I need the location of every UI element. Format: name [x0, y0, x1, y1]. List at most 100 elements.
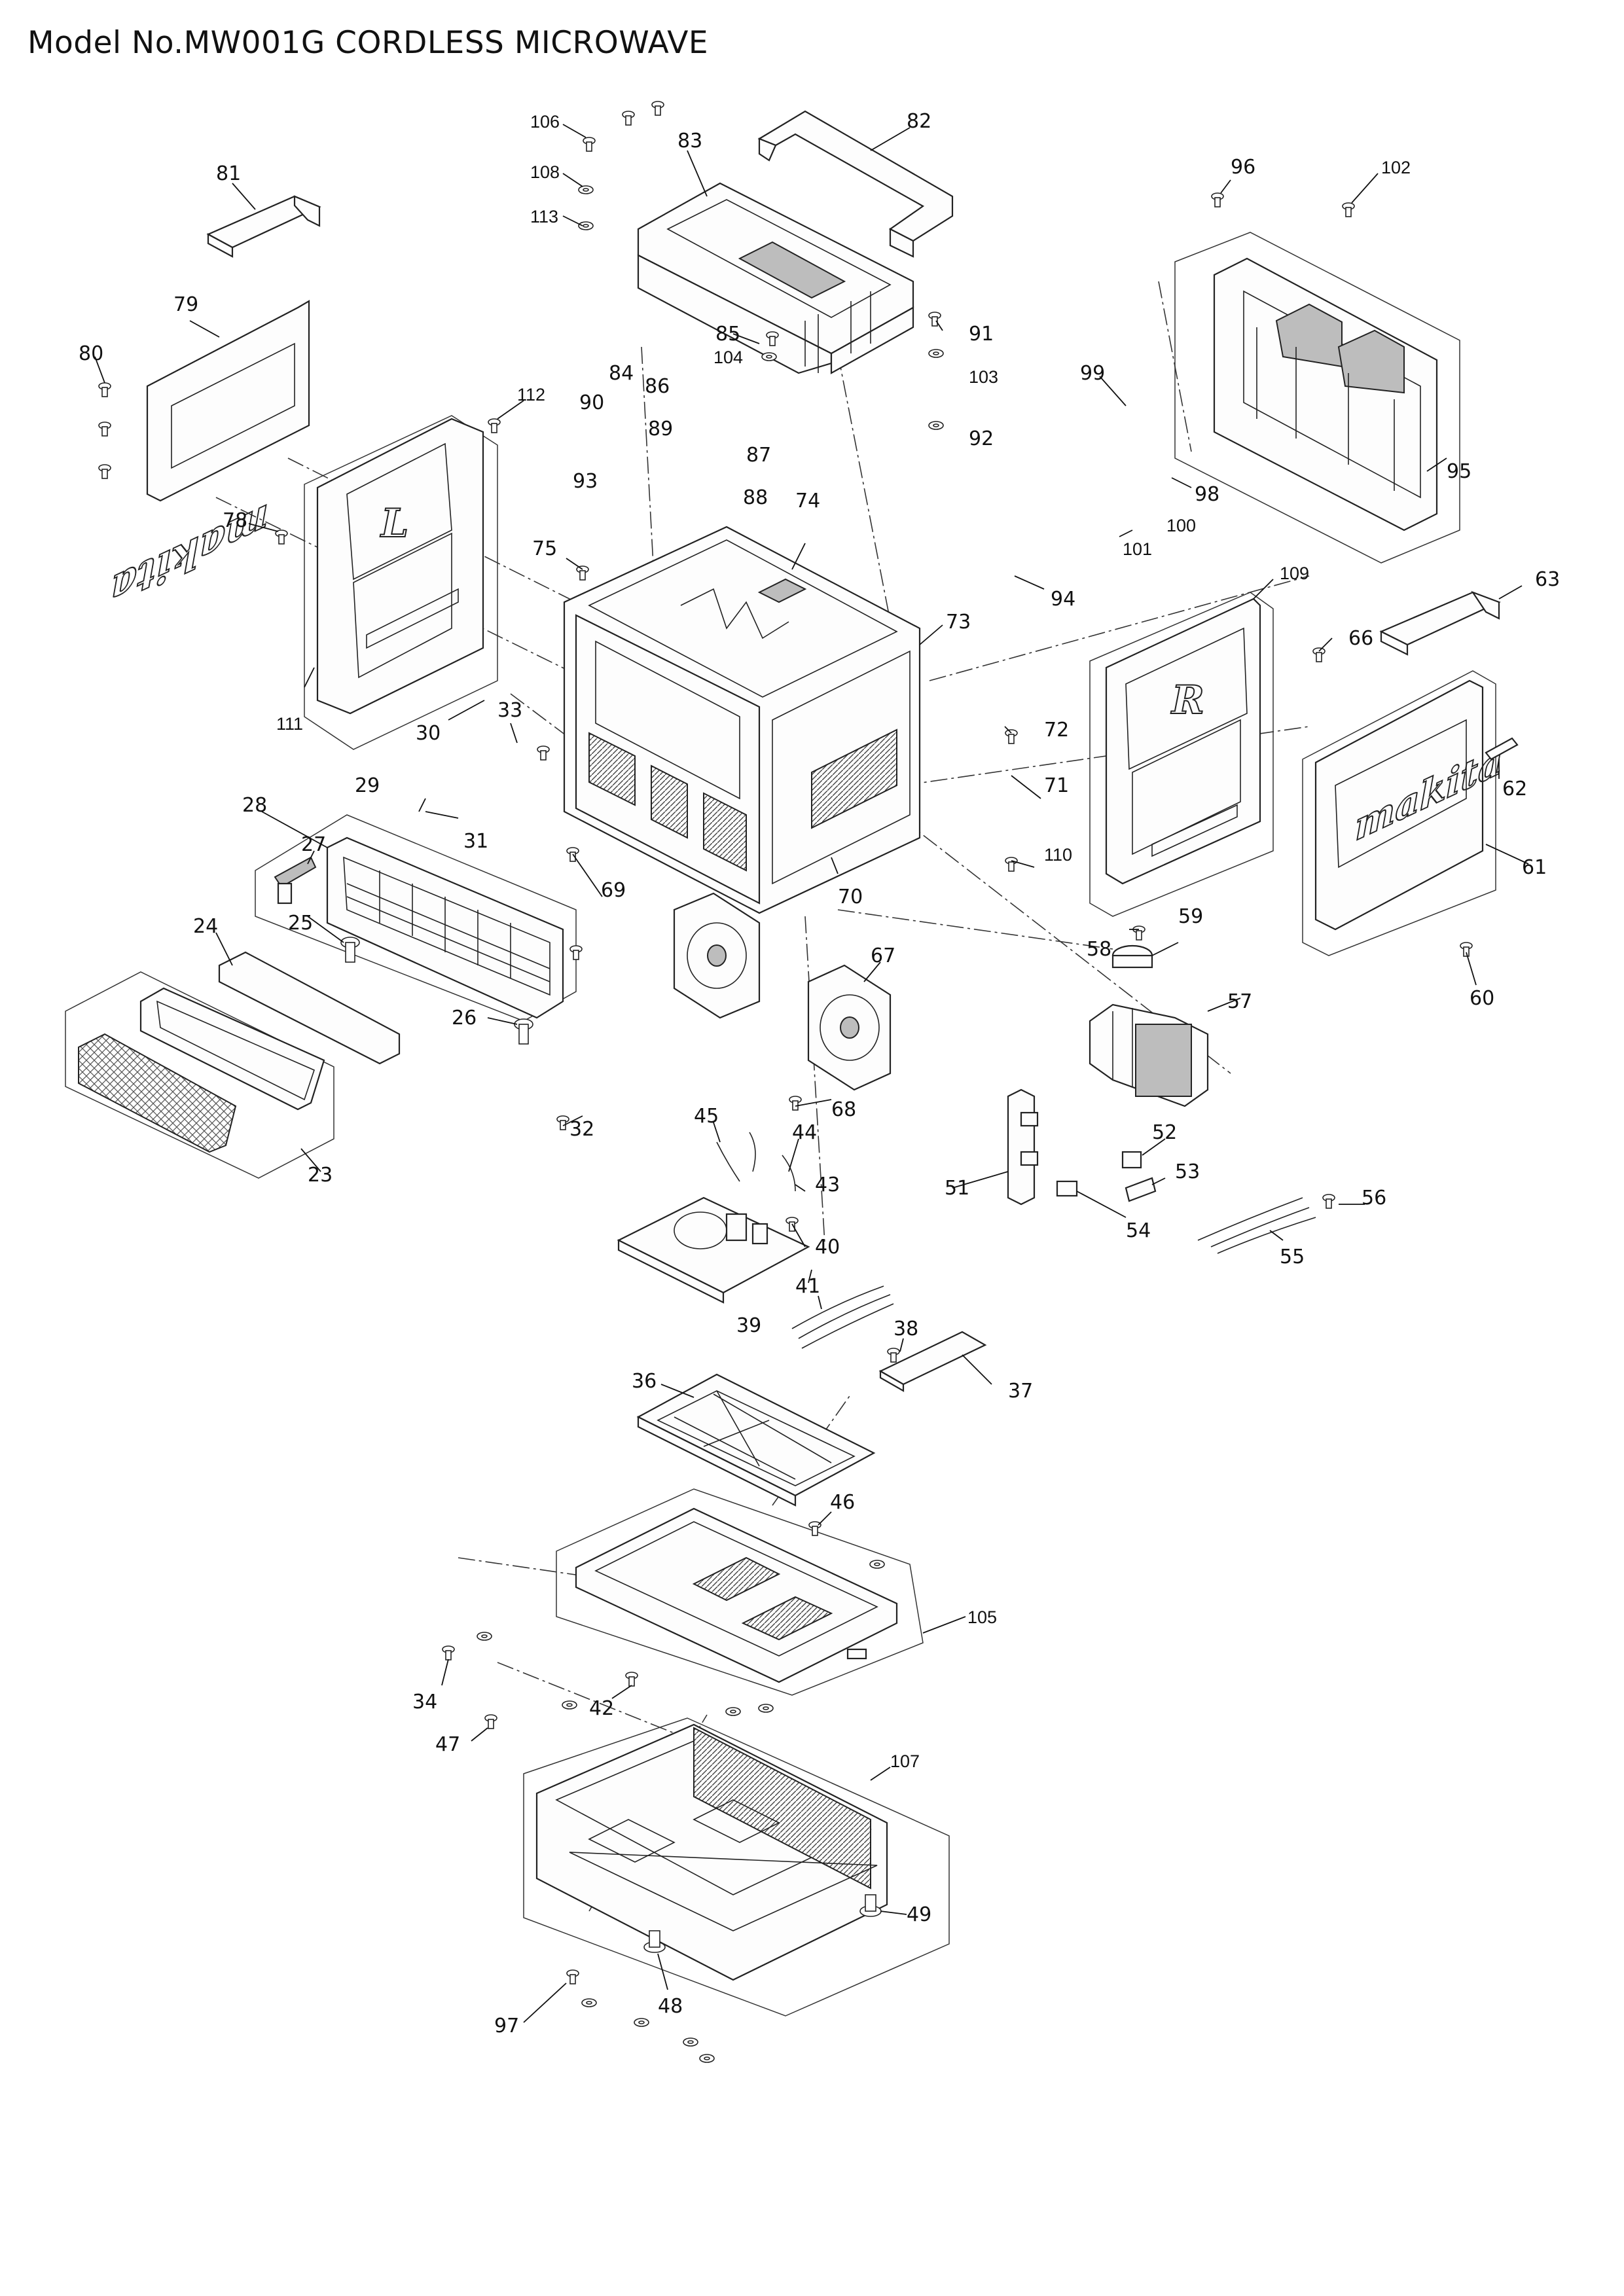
callout-87: 87 [746, 444, 771, 467]
callout-88: 88 [743, 486, 768, 509]
callout-59: 59 [1178, 905, 1203, 928]
callout-102: 102 [1381, 158, 1411, 177]
callout-91: 91 [969, 323, 994, 346]
callout-61: 61 [1522, 856, 1547, 879]
switch-53 [1125, 1177, 1157, 1202]
right-inner-panel-95 [1213, 257, 1438, 531]
callout-38: 38 [893, 1318, 918, 1340]
callout-23: 23 [308, 1164, 333, 1187]
callout-85: 85 [715, 323, 740, 346]
power-board-39 [617, 1196, 810, 1304]
callout-46: 46 [830, 1491, 855, 1514]
callout-68: 68 [831, 1098, 856, 1121]
callout-37: 37 [1008, 1380, 1033, 1403]
callout-33: 33 [497, 699, 522, 722]
callout-39: 39 [736, 1314, 761, 1337]
handle-63 [1379, 590, 1501, 656]
callout-74: 74 [795, 490, 820, 512]
callout-40: 40 [815, 1236, 840, 1259]
switch-bracket-51 [1007, 1088, 1039, 1206]
callout-47: 47 [435, 1733, 460, 1756]
callout-103: 103 [969, 367, 998, 387]
callout-110: 110 [1044, 845, 1072, 865]
panel-letter-l: L [380, 501, 408, 547]
callout-112: 112 [517, 385, 545, 404]
callout-90: 90 [579, 391, 604, 414]
callout-104: 104 [713, 348, 743, 367]
callout-111: 111 [276, 714, 303, 734]
callout-101: 101 [1123, 539, 1152, 559]
callout-48: 48 [658, 1995, 683, 2018]
callout-27: 27 [301, 833, 326, 856]
callout-97: 97 [494, 2015, 519, 2037]
left-panel-111: L [316, 418, 484, 715]
bottom-housing-107 [535, 1723, 888, 1981]
oven-cavity-73 [563, 526, 921, 914]
right-panel-109: R [1105, 598, 1261, 885]
logo-cover-61: makita [1314, 679, 1504, 931]
filter-frame-24 [218, 951, 401, 1065]
callout-108: 108 [530, 162, 560, 182]
callout-32: 32 [569, 1118, 594, 1141]
fan-67 [807, 964, 892, 1091]
callout-109: 109 [1280, 564, 1309, 583]
callout-75: 75 [532, 537, 557, 560]
badge-62 [1485, 737, 1519, 761]
callout-80: 80 [79, 342, 103, 365]
callout-25: 25 [288, 912, 313, 935]
callout-pointers [94, 124, 1529, 2023]
magnetron-57 [1089, 1003, 1209, 1107]
callout-31: 31 [463, 830, 488, 853]
callout-51: 51 [945, 1177, 969, 1200]
callout-30: 30 [416, 722, 441, 745]
wire-harness-55 [1197, 1197, 1316, 1254]
callout-26: 26 [452, 1007, 477, 1030]
callout-34: 34 [412, 1691, 437, 1713]
callout-43: 43 [815, 1174, 840, 1196]
callout-99: 99 [1080, 362, 1105, 385]
filter-23 [78, 987, 325, 1153]
callout-55: 55 [1280, 1246, 1305, 1268]
callout-54: 54 [1126, 1219, 1151, 1242]
foot-26 [514, 1018, 533, 1045]
callout-42: 42 [589, 1697, 614, 1720]
callout-94: 94 [1051, 588, 1075, 611]
callout-66: 66 [1348, 627, 1373, 650]
callout-98: 98 [1195, 483, 1219, 506]
callout-53: 53 [1175, 1160, 1200, 1183]
callout-106: 106 [530, 112, 560, 132]
callout-69: 69 [601, 879, 626, 902]
wire-41 [791, 1285, 894, 1349]
callout-45: 45 [694, 1105, 719, 1128]
callout-24: 24 [193, 915, 218, 938]
callout-41: 41 [795, 1275, 820, 1298]
callout-44: 44 [792, 1121, 817, 1144]
callout-92: 92 [969, 427, 994, 450]
callout-82: 82 [907, 110, 931, 133]
callout-89: 89 [648, 418, 673, 440]
callout-29: 29 [355, 774, 380, 797]
callout-81: 81 [216, 162, 241, 185]
callout-86: 86 [645, 375, 670, 398]
thermostat-58 [1111, 944, 1153, 969]
panel-letter-r: R [1170, 677, 1204, 723]
callout-70: 70 [838, 886, 863, 908]
callout-105: 105 [967, 1607, 997, 1627]
callout-labels: 23 24 25 26 27 28 29 30 31 32 33 34 36 3… [79, 110, 1560, 2037]
control-board-37 [878, 1331, 987, 1392]
callout-107: 107 [890, 1751, 920, 1771]
callout-113: 113 [530, 207, 558, 226]
tray-36 [636, 1373, 876, 1507]
foot-48 [643, 1930, 666, 1953]
front-grille-28 [326, 836, 564, 1019]
foot-25 [340, 937, 360, 963]
top-cover-83 [637, 182, 914, 374]
switch-52 [1121, 1151, 1142, 1169]
callout-95: 95 [1447, 460, 1471, 483]
page-title: Model No.MW001G CORDLESS MICROWAVE [27, 25, 709, 61]
callout-60: 60 [1470, 987, 1494, 1010]
callout-57: 57 [1227, 990, 1252, 1013]
callout-36: 36 [632, 1370, 657, 1393]
